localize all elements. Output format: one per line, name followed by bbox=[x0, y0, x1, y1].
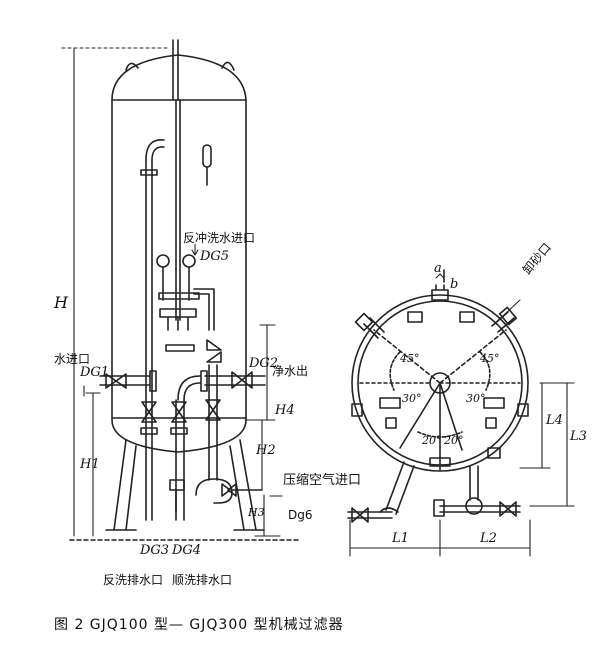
h1-label: H1 bbox=[80, 457, 100, 472]
plan-dimension-lines bbox=[350, 274, 574, 556]
water-inlet-label: 水进口 bbox=[54, 352, 91, 366]
dg2-label: DG2 bbox=[249, 356, 279, 371]
backwash-inlet-label: 反冲洗水进口 bbox=[183, 231, 256, 245]
clean-water-out-label: 净水出 bbox=[272, 364, 309, 378]
dg3-label: DG3 bbox=[140, 543, 170, 558]
l1-label: L1 bbox=[392, 531, 409, 546]
angle-45-right-label: 45° bbox=[480, 352, 500, 365]
dg4-label: DG4 bbox=[172, 543, 202, 558]
l3-label: L3 bbox=[570, 429, 587, 444]
dg5-label: DG5 bbox=[200, 249, 230, 264]
h-label: H bbox=[54, 293, 68, 312]
angle-20-right-label: 20° bbox=[444, 434, 464, 447]
a-label: a bbox=[434, 261, 442, 276]
drain-pipes bbox=[141, 365, 262, 520]
angle-20-left-label: 20° bbox=[422, 434, 442, 447]
l4-label: L4 bbox=[546, 413, 563, 428]
l2-label: L2 bbox=[480, 531, 497, 546]
angle-45-left-label: 45° bbox=[400, 352, 420, 365]
support-legs bbox=[106, 440, 264, 530]
figure-caption: 图 2 GJQ100 型— GJQ300 型机械过滤器 bbox=[54, 617, 344, 633]
plan-view bbox=[348, 270, 528, 522]
compressed-air-inlet-label: 压缩空气进口 bbox=[283, 473, 362, 488]
backwash-drain-label: 反洗排水口 bbox=[103, 573, 164, 587]
dg1-label: DG1 bbox=[80, 365, 110, 380]
h3-label: H3 bbox=[248, 506, 265, 519]
internal-pipe bbox=[141, 100, 180, 520]
inlet-outlet-pipes bbox=[100, 371, 265, 400]
h4-label: H4 bbox=[275, 403, 295, 418]
dimension-lines bbox=[62, 48, 282, 536]
angle-30-right-label: 30° bbox=[466, 392, 486, 405]
h2-label: H2 bbox=[256, 443, 276, 458]
forward-wash-drain-label: 顺洗排水口 bbox=[172, 573, 233, 587]
gauge-group bbox=[157, 255, 221, 362]
b-label: b bbox=[450, 277, 459, 292]
dg6-label: Dg6 bbox=[288, 508, 313, 522]
angle-30-left-label: 30° bbox=[402, 392, 422, 405]
